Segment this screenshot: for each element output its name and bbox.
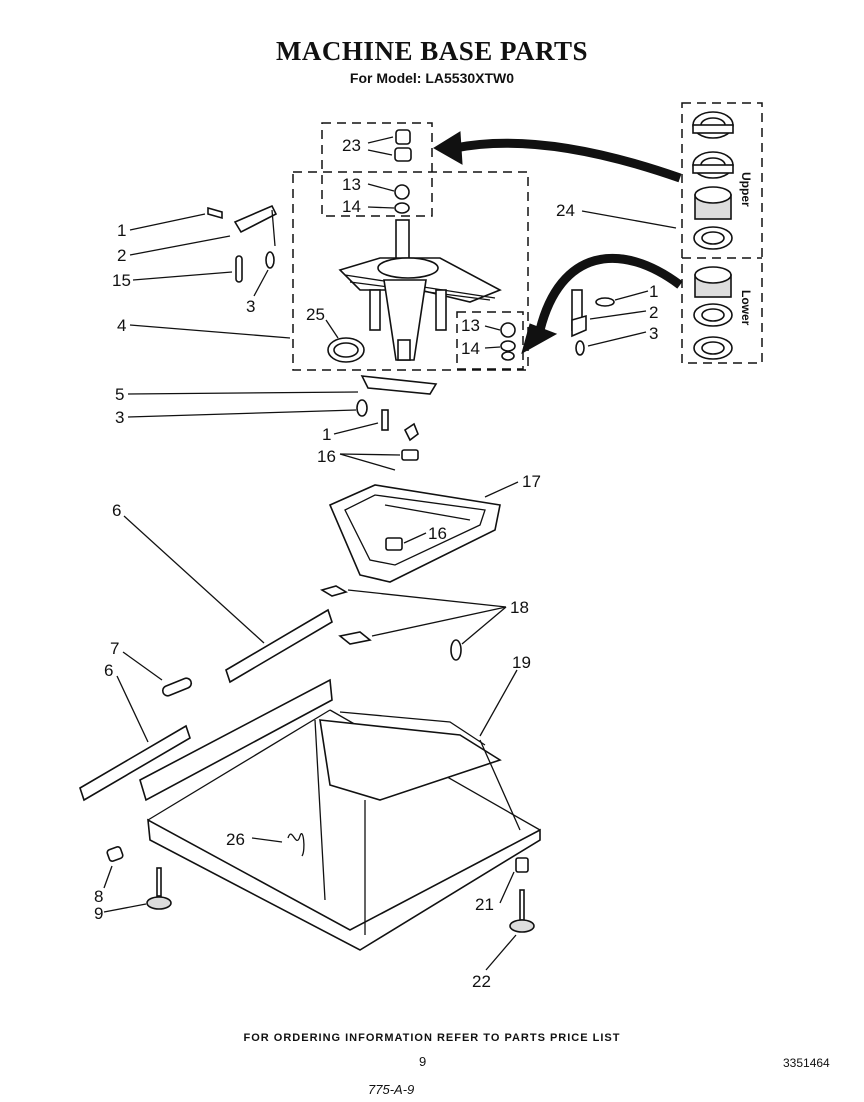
callout-14-upper: 14 <box>342 197 361 216</box>
clip-18c <box>450 639 462 661</box>
right-bracket-parts <box>571 289 615 356</box>
callout-3-strap: 3 <box>115 408 124 427</box>
callout-1-strap: 1 <box>322 425 331 444</box>
ordering-note: FOR ORDERING INFORMATION REFER TO PARTS … <box>243 1032 621 1044</box>
transmission-box <box>292 171 529 371</box>
callout-19: 19 <box>512 653 531 672</box>
leveling-foot-right <box>509 857 535 933</box>
callout-15: 15 <box>112 271 131 290</box>
page-number: 9 <box>419 1054 427 1069</box>
machine-base-frame <box>139 678 541 951</box>
callout-17: 17 <box>522 472 541 491</box>
fastener-16a <box>401 449 419 461</box>
callout-5: 5 <box>115 385 124 404</box>
callout-2-left: 2 <box>117 246 126 265</box>
leader-lines <box>103 136 677 971</box>
screw-1 <box>381 409 389 431</box>
callout-13-upper: 13 <box>342 175 361 194</box>
bearing-box-upper <box>321 122 433 217</box>
callout-25: 25 <box>306 305 325 324</box>
callout-21: 21 <box>475 895 494 914</box>
upper-kit-arrow-head <box>433 131 463 165</box>
upper-kit-arrow <box>454 138 682 183</box>
clip-3 <box>356 399 368 417</box>
callout-9: 9 <box>94 904 103 923</box>
callout-24: 24 <box>556 201 575 220</box>
callout-13-lower: 13 <box>461 316 480 335</box>
callout-4: 4 <box>117 316 126 335</box>
clip-18b <box>338 631 372 645</box>
callout-26: 26 <box>226 830 245 849</box>
bearing-stack-lower <box>500 322 516 361</box>
clip-18a <box>320 585 348 597</box>
bearing-stack-upper <box>394 129 412 214</box>
callout-8: 8 <box>94 887 103 906</box>
callout-2-right: 2 <box>649 303 658 322</box>
transmission-assembly <box>338 219 502 361</box>
left-bracket-parts <box>207 204 278 283</box>
callout-6-lower: 6 <box>104 661 113 680</box>
document-number: 3351464 <box>783 1056 830 1070</box>
page-title: MACHINE BASE PARTS <box>275 36 589 66</box>
spring-26 <box>287 833 305 857</box>
bearing-box-lower <box>456 311 524 370</box>
callout-3-right: 3 <box>649 324 658 343</box>
callout-6-upper: 6 <box>112 501 121 520</box>
rail-6-upper <box>225 608 333 684</box>
lower-bearing-set <box>693 266 733 360</box>
bearing-kit-box <box>681 102 763 364</box>
callout-23: 23 <box>342 136 361 155</box>
lower-kit-arrow-head <box>521 323 558 355</box>
rail-6-lower <box>79 724 191 802</box>
leveling-foot-left <box>106 846 172 910</box>
callout-3-left: 3 <box>246 297 255 316</box>
callout-22: 22 <box>472 972 491 991</box>
lower-label: Lower <box>739 290 753 326</box>
pivot-dome-bracket-17 <box>328 484 501 583</box>
callout-1-right: 1 <box>649 282 658 301</box>
lower-kit-arrow <box>535 253 683 332</box>
upper-label: Upper <box>739 172 753 207</box>
model-line: For Model: LA5530XTW0 <box>349 70 515 86</box>
callout-7: 7 <box>110 639 119 658</box>
callout-14-lower: 14 <box>461 339 480 358</box>
pad-7 <box>161 677 193 697</box>
callout-16-upper: 16 <box>317 447 336 466</box>
upper-bearing-set <box>692 111 734 250</box>
callout-18: 18 <box>510 598 529 617</box>
callout-1-left: 1 <box>117 221 126 240</box>
fastener-top <box>403 422 419 442</box>
strap-5 <box>360 375 438 395</box>
callout-16-lower: 16 <box>428 524 447 543</box>
handwritten-note: 775-A-9 <box>368 1082 415 1097</box>
